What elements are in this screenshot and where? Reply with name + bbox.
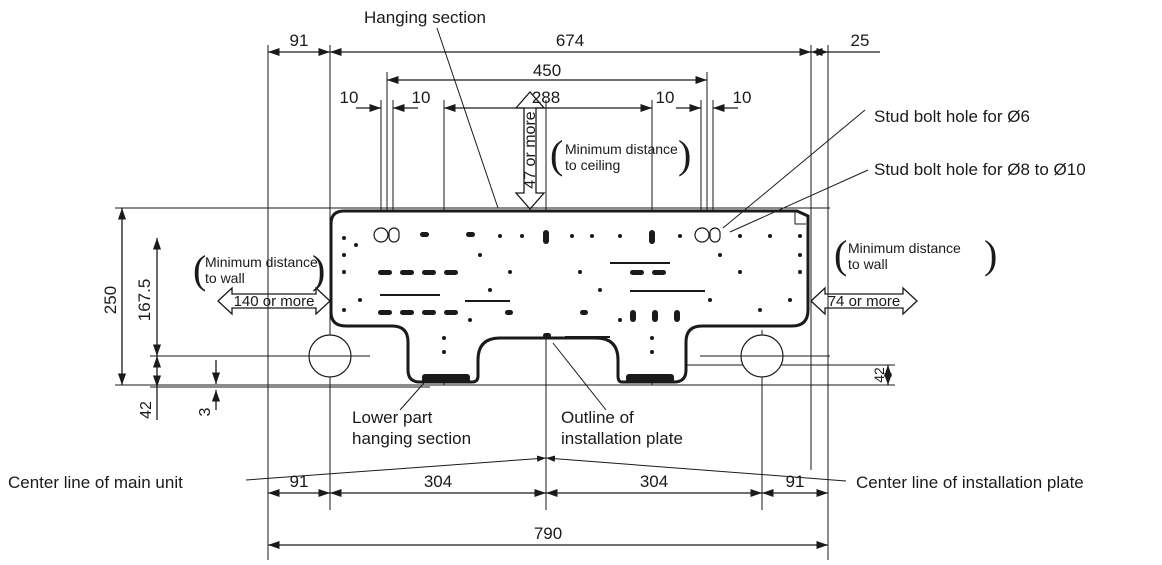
svg-text:(: ( bbox=[550, 132, 563, 177]
horizontal-extension-lines bbox=[115, 207, 895, 388]
svg-text:): ) bbox=[984, 232, 997, 277]
dim-3: 3 bbox=[197, 407, 214, 416]
label-center-main-unit: Center line of main unit bbox=[8, 473, 183, 492]
leader-lines bbox=[245, 27, 869, 482]
installation-plate-outline bbox=[329, 209, 810, 384]
label-min-wall-left-2: to wall bbox=[205, 270, 245, 286]
label-outline-1: Outline of bbox=[561, 408, 634, 427]
dimension-lines bbox=[117, 47, 893, 550]
wall-clearance-arrows bbox=[217, 286, 918, 316]
dim-91-bottom-right: 91 bbox=[786, 472, 805, 491]
dim-304-right: 304 bbox=[640, 472, 668, 491]
dim-42-right: 42 bbox=[871, 367, 887, 383]
dim-790: 790 bbox=[534, 524, 562, 543]
dim-304-left: 304 bbox=[424, 472, 452, 491]
label-min-ceiling-2: to ceiling bbox=[565, 157, 620, 173]
dim-10-d: 10 bbox=[733, 88, 752, 107]
label-min-wall-right-1: Minimum distance bbox=[848, 240, 961, 256]
lower-hanging-sections bbox=[422, 374, 674, 383]
svg-text:(: ( bbox=[193, 247, 206, 292]
dim-25: 25 bbox=[851, 31, 870, 50]
stud-bolt-holes bbox=[373, 227, 721, 243]
label-min-wall-right-2: to wall bbox=[848, 256, 888, 272]
label-min-ceiling-1: Minimum distance bbox=[565, 141, 678, 157]
callout-labels: Hanging section Stud bolt hole for Ø6 St… bbox=[8, 8, 1086, 492]
dim-10-a: 10 bbox=[340, 88, 359, 107]
dim-250: 250 bbox=[101, 286, 120, 314]
label-stud-bolt-6: Stud bolt hole for Ø6 bbox=[874, 107, 1030, 126]
dimension-values: 91 674 25 450 10 10 288 10 10 47 or more… bbox=[101, 31, 900, 543]
svg-text:(: ( bbox=[834, 232, 847, 277]
label-lower-part-1: Lower part bbox=[352, 408, 433, 427]
dim-10-c: 10 bbox=[656, 88, 675, 107]
dim-47-or-more: 47 or more bbox=[522, 111, 539, 188]
dim-42-left: 42 bbox=[138, 401, 155, 419]
dim-91-bottom-left: 91 bbox=[290, 472, 309, 491]
plate-top-notch bbox=[794, 211, 806, 225]
ceiling-clearance-arrow bbox=[514, 91, 546, 210]
dim-91-top: 91 bbox=[290, 31, 309, 50]
dim-450: 450 bbox=[533, 61, 561, 80]
dim-288: 288 bbox=[532, 88, 560, 107]
label-lower-part-2: hanging section bbox=[352, 429, 471, 448]
dim-167-5: 167.5 bbox=[135, 279, 154, 322]
label-stud-bolt-8-10: Stud bolt hole for Ø8 to Ø10 bbox=[874, 160, 1086, 179]
svg-text:): ) bbox=[678, 132, 691, 177]
plate-dots bbox=[342, 234, 802, 354]
plate-slots bbox=[378, 230, 705, 338]
label-hanging-section: Hanging section bbox=[364, 8, 486, 27]
label-min-wall-left-1: Minimum distance bbox=[205, 254, 318, 270]
dim-674: 674 bbox=[556, 31, 584, 50]
dim-10-b: 10 bbox=[412, 88, 431, 107]
dim-74-or-more: 74 or more bbox=[828, 293, 901, 310]
dim-140-or-more: 140 or more bbox=[234, 293, 315, 310]
svg-text:): ) bbox=[312, 247, 325, 292]
label-outline-2: installation plate bbox=[561, 429, 683, 448]
pipe-holes bbox=[305, 334, 787, 378]
label-center-plate: Center line of installation plate bbox=[856, 473, 1084, 492]
